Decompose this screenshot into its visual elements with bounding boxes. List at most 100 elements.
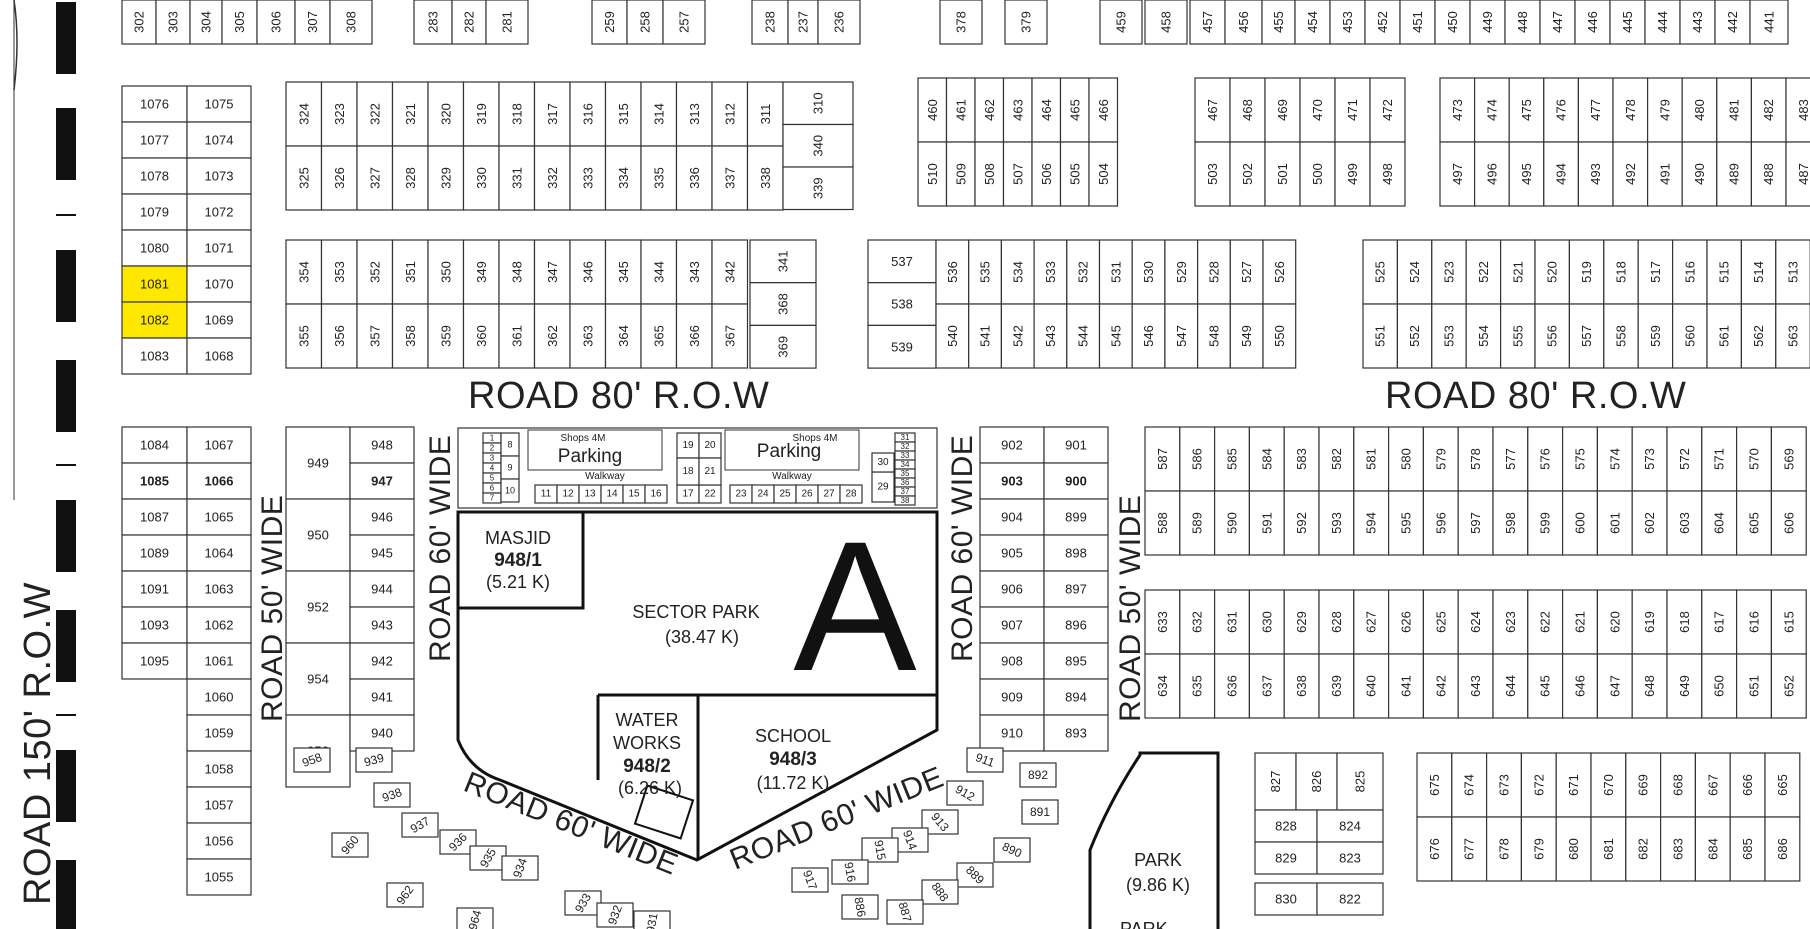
plot-629[interactable]: 629 <box>1283 589 1320 655</box>
plot-1067[interactable]: 1067 <box>186 426 252 464</box>
plot-334[interactable]: 334 <box>604 145 642 211</box>
parking-left[interactable]: Shops 4M Parking Walkway <box>527 429 663 482</box>
plot-514[interactable]: 514 <box>1740 239 1777 305</box>
plot-360[interactable]: 360 <box>462 303 500 369</box>
plot-459[interactable]: 459 <box>1099 0 1143 45</box>
plot-479[interactable]: 479 <box>1646 77 1683 143</box>
plot-26[interactable]: 26 <box>795 484 819 504</box>
plot-903[interactable]: 903 <box>979 462 1045 500</box>
plot-332[interactable]: 332 <box>533 145 571 211</box>
plot-329[interactable]: 329 <box>427 145 465 211</box>
plot-321[interactable]: 321 <box>391 81 429 147</box>
plot-623[interactable]: 623 <box>1492 589 1529 655</box>
plot-597[interactable]: 597 <box>1457 490 1494 556</box>
plot-469[interactable]: 469 <box>1264 77 1301 143</box>
plot-344[interactable]: 344 <box>640 239 678 305</box>
plot-368[interactable]: 368 <box>749 282 817 327</box>
plot-551[interactable]: 551 <box>1362 303 1399 369</box>
plot-557[interactable]: 557 <box>1568 303 1605 369</box>
plot-681[interactable]: 681 <box>1590 816 1627 882</box>
plot-936[interactable]: 936 <box>439 829 477 855</box>
plot-912[interactable]: 912 <box>946 780 984 806</box>
plot-938[interactable]: 938 <box>373 782 411 808</box>
plot-632[interactable]: 632 <box>1179 589 1216 655</box>
plot-615[interactable]: 615 <box>1770 589 1807 655</box>
plot-685[interactable]: 685 <box>1729 816 1766 882</box>
water-works-plot[interactable]: WATER WORKS 948/2 (6.26 K) <box>613 710 682 798</box>
plot-328[interactable]: 328 <box>391 145 429 211</box>
plot-646[interactable]: 646 <box>1561 653 1598 719</box>
plot-595[interactable]: 595 <box>1387 490 1424 556</box>
plot-503[interactable]: 503 <box>1194 141 1231 207</box>
plot-445[interactable]: 445 <box>1609 0 1646 45</box>
plot-508[interactable]: 508 <box>974 141 1005 207</box>
plot-674[interactable]: 674 <box>1451 752 1488 818</box>
plot-509[interactable]: 509 <box>945 141 976 207</box>
school-plot[interactable]: SCHOOL 948/3 (11.72 K) <box>755 726 831 793</box>
plot-540[interactable]: 540 <box>935 303 970 369</box>
plot-362[interactable]: 362 <box>533 303 571 369</box>
plot-527[interactable]: 527 <box>1229 239 1264 305</box>
plot-303[interactable]: 303 <box>155 0 191 45</box>
plot-950[interactable]: 950 <box>285 498 351 572</box>
plot-905[interactable]: 905 <box>979 534 1045 572</box>
plot-359[interactable]: 359 <box>427 303 465 369</box>
plot-651[interactable]: 651 <box>1735 653 1772 719</box>
plot-636[interactable]: 636 <box>1213 653 1250 719</box>
plot-898[interactable]: 898 <box>1043 534 1109 572</box>
plot-337[interactable]: 337 <box>711 145 749 211</box>
plot-528[interactable]: 528 <box>1196 239 1231 305</box>
plot-339[interactable]: 339 <box>782 166 854 211</box>
plot-451[interactable]: 451 <box>1399 0 1436 45</box>
plot-896[interactable]: 896 <box>1043 606 1109 644</box>
plot-571[interactable]: 571 <box>1701 426 1738 492</box>
plot-531[interactable]: 531 <box>1098 239 1133 305</box>
plot-585[interactable]: 585 <box>1213 426 1250 492</box>
plot-493[interactable]: 493 <box>1577 141 1614 207</box>
parking-right[interactable]: Shops 4M Parking Walkway <box>724 429 860 482</box>
plot-648[interactable]: 648 <box>1631 653 1668 719</box>
plot-908[interactable]: 908 <box>979 642 1045 680</box>
plot-1078[interactable]: 1078 <box>121 157 188 195</box>
plot-8[interactable]: 8 <box>500 432 520 457</box>
plot-1060[interactable]: 1060 <box>186 678 252 716</box>
plot-326[interactable]: 326 <box>320 145 358 211</box>
plot-949[interactable]: 949 <box>285 426 351 500</box>
plot-824[interactable]: 824 <box>1316 809 1384 843</box>
plot-962[interactable]: 962 <box>386 882 424 908</box>
plot-581[interactable]: 581 <box>1353 426 1390 492</box>
plot-314[interactable]: 314 <box>640 81 678 147</box>
plot-1087[interactable]: 1087 <box>121 498 188 536</box>
plot-1084[interactable]: 1084 <box>121 426 188 464</box>
plot-345[interactable]: 345 <box>604 239 642 305</box>
plot-355[interactable]: 355 <box>285 303 323 369</box>
plot-1080[interactable]: 1080 <box>121 229 188 267</box>
plot-675[interactable]: 675 <box>1416 752 1453 818</box>
plot-319[interactable]: 319 <box>462 81 500 147</box>
plot-669[interactable]: 669 <box>1625 752 1662 818</box>
plot-519[interactable]: 519 <box>1568 239 1605 305</box>
plot-281[interactable]: 281 <box>485 0 529 45</box>
plot-633[interactable]: 633 <box>1144 589 1181 655</box>
plot-491[interactable]: 491 <box>1646 141 1683 207</box>
plot-324[interactable]: 324 <box>285 81 323 147</box>
sector-park-plot[interactable]: SECTOR PARK (38.47 K) <box>632 602 759 647</box>
plot-672[interactable]: 672 <box>1520 752 1557 818</box>
plot-644[interactable]: 644 <box>1492 653 1529 719</box>
plot-366[interactable]: 366 <box>675 303 713 369</box>
plot-591[interactable]: 591 <box>1248 490 1285 556</box>
plot-497[interactable]: 497 <box>1439 141 1476 207</box>
plot-352[interactable]: 352 <box>356 239 394 305</box>
plot-367[interactable]: 367 <box>711 303 749 369</box>
plot-1083[interactable]: 1083 <box>121 337 188 375</box>
plot-340[interactable]: 340 <box>782 123 854 168</box>
plot-900[interactable]: 900 <box>1043 462 1109 500</box>
plot-490[interactable]: 490 <box>1681 141 1718 207</box>
plot-547[interactable]: 547 <box>1164 303 1199 369</box>
plot-237[interactable]: 237 <box>787 0 819 45</box>
plot-496[interactable]: 496 <box>1473 141 1510 207</box>
plot-10[interactable]: 10 <box>500 478 520 503</box>
plot-626[interactable]: 626 <box>1387 589 1424 655</box>
plot-315[interactable]: 315 <box>604 81 642 147</box>
plot-943[interactable]: 943 <box>349 606 415 644</box>
